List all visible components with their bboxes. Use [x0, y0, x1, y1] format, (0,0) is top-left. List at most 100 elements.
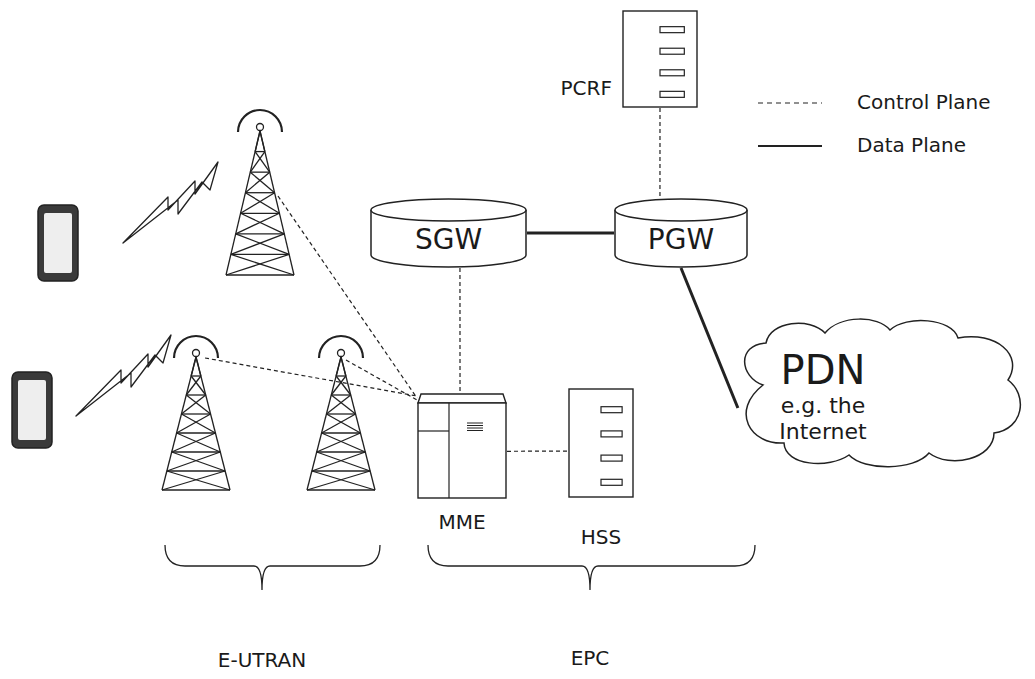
- tower-brace: [326, 395, 350, 414]
- tower-brace: [326, 414, 360, 433]
- tower-leg: [162, 357, 196, 490]
- radio-signal: [123, 162, 218, 243]
- node-label: PDN: [781, 347, 866, 393]
- tower-brace: [181, 395, 205, 414]
- tower-brace: [167, 471, 230, 490]
- phone-screen: [44, 213, 72, 273]
- radio-signal: [76, 335, 171, 416]
- text-holder: SGW: [370, 198, 527, 268]
- antenna-arc: [174, 336, 218, 358]
- tower-brace: [236, 213, 280, 234]
- tower-brace: [231, 234, 284, 255]
- cell-tower: [226, 110, 294, 275]
- cylinder-top: [615, 199, 747, 221]
- gateway-cylinder: SGW: [370, 198, 527, 268]
- cylinder-top: [371, 199, 526, 221]
- tower-leg: [307, 357, 341, 490]
- server-panel: [448, 403, 449, 498]
- tower-leg: [260, 131, 294, 275]
- tower-brace: [181, 414, 215, 433]
- server-panel: [418, 430, 449, 431]
- tower-brace: [322, 433, 366, 452]
- tower-brace: [317, 433, 361, 452]
- tower-rung: [231, 254, 289, 255]
- server-slot: [601, 479, 622, 485]
- control-plane-link: [659, 108, 660, 198]
- group-bracket: [428, 545, 755, 590]
- tower-brace: [177, 433, 221, 452]
- server-slot: [660, 27, 684, 33]
- cloud-shape: [745, 319, 1021, 467]
- group-bracket: [165, 545, 380, 590]
- text-holder: PGW: [614, 198, 748, 268]
- node-label: e.g. the Internet: [748, 393, 898, 444]
- tower-brace: [172, 433, 216, 452]
- legend-sample: [758, 145, 822, 147]
- tower-rung: [245, 192, 274, 193]
- tower-brace: [162, 471, 225, 490]
- mme-server: MME: [401, 393, 523, 543]
- phone-body: [12, 372, 52, 448]
- server-slot: [601, 431, 622, 437]
- server-slot: [660, 48, 684, 54]
- tower-brace: [307, 471, 370, 490]
- group-label: E-UTRAN: [218, 648, 306, 672]
- tower-brace: [186, 395, 210, 414]
- tower-brace: [260, 131, 265, 152]
- node-label: HSS: [553, 526, 649, 549]
- tower-rung: [236, 233, 285, 234]
- node-label: SGW: [415, 224, 482, 256]
- node-label: MME: [401, 511, 523, 534]
- cell-tower: [162, 336, 230, 490]
- legend-sample: [758, 102, 822, 103]
- tower-brace: [177, 414, 211, 433]
- tower-leg: [341, 357, 375, 490]
- node-label: PGW: [648, 224, 714, 256]
- tower-rung: [177, 432, 216, 433]
- tower-brace: [245, 193, 279, 214]
- server-body: [569, 389, 633, 497]
- tower-brace: [250, 152, 265, 173]
- control-plane-link: [459, 268, 460, 393]
- server-slot: [601, 407, 622, 413]
- tower-rung: [322, 432, 361, 433]
- tower-brace: [191, 357, 196, 376]
- tower-brace: [236, 234, 289, 255]
- server-slot: [601, 455, 622, 461]
- gateway-cylinder: PGW: [614, 198, 748, 268]
- tower-brace: [317, 452, 370, 471]
- antenna-tip: [193, 350, 200, 357]
- server-vent: [467, 428, 483, 429]
- server-vent: [467, 430, 483, 431]
- group-label: EPC: [571, 646, 610, 670]
- tower-rung: [226, 274, 294, 275]
- server-slot: [660, 91, 684, 97]
- network-cloud: PDNe.g. the Internet: [728, 315, 1028, 470]
- tower-brace: [255, 131, 260, 152]
- tower-rung: [167, 470, 225, 471]
- phone-icon: [38, 205, 78, 281]
- tower-rung: [181, 413, 210, 414]
- tower-rung: [162, 489, 230, 490]
- tower-brace: [312, 471, 375, 490]
- tower-rung: [172, 451, 221, 452]
- tower-rung: [326, 413, 355, 414]
- antenna-arc: [319, 336, 363, 358]
- tower-brace: [331, 376, 346, 395]
- server-vent: [467, 425, 483, 426]
- hss-server: HSS: [553, 388, 649, 554]
- tower-brace: [322, 414, 356, 433]
- antenna-arc: [238, 110, 282, 132]
- tower-brace: [250, 172, 274, 193]
- tower-rung: [191, 375, 201, 376]
- tower-brace: [186, 376, 201, 395]
- server-icon: [568, 388, 634, 498]
- tower-leg: [226, 131, 260, 275]
- tower-rung: [317, 451, 366, 452]
- tower-rung: [307, 489, 375, 490]
- cloud-outline: [728, 315, 1028, 470]
- tower-brace: [241, 193, 275, 214]
- server-body: [623, 11, 697, 107]
- legend-text: Control Plane: [857, 90, 991, 114]
- server-icon: [622, 10, 698, 108]
